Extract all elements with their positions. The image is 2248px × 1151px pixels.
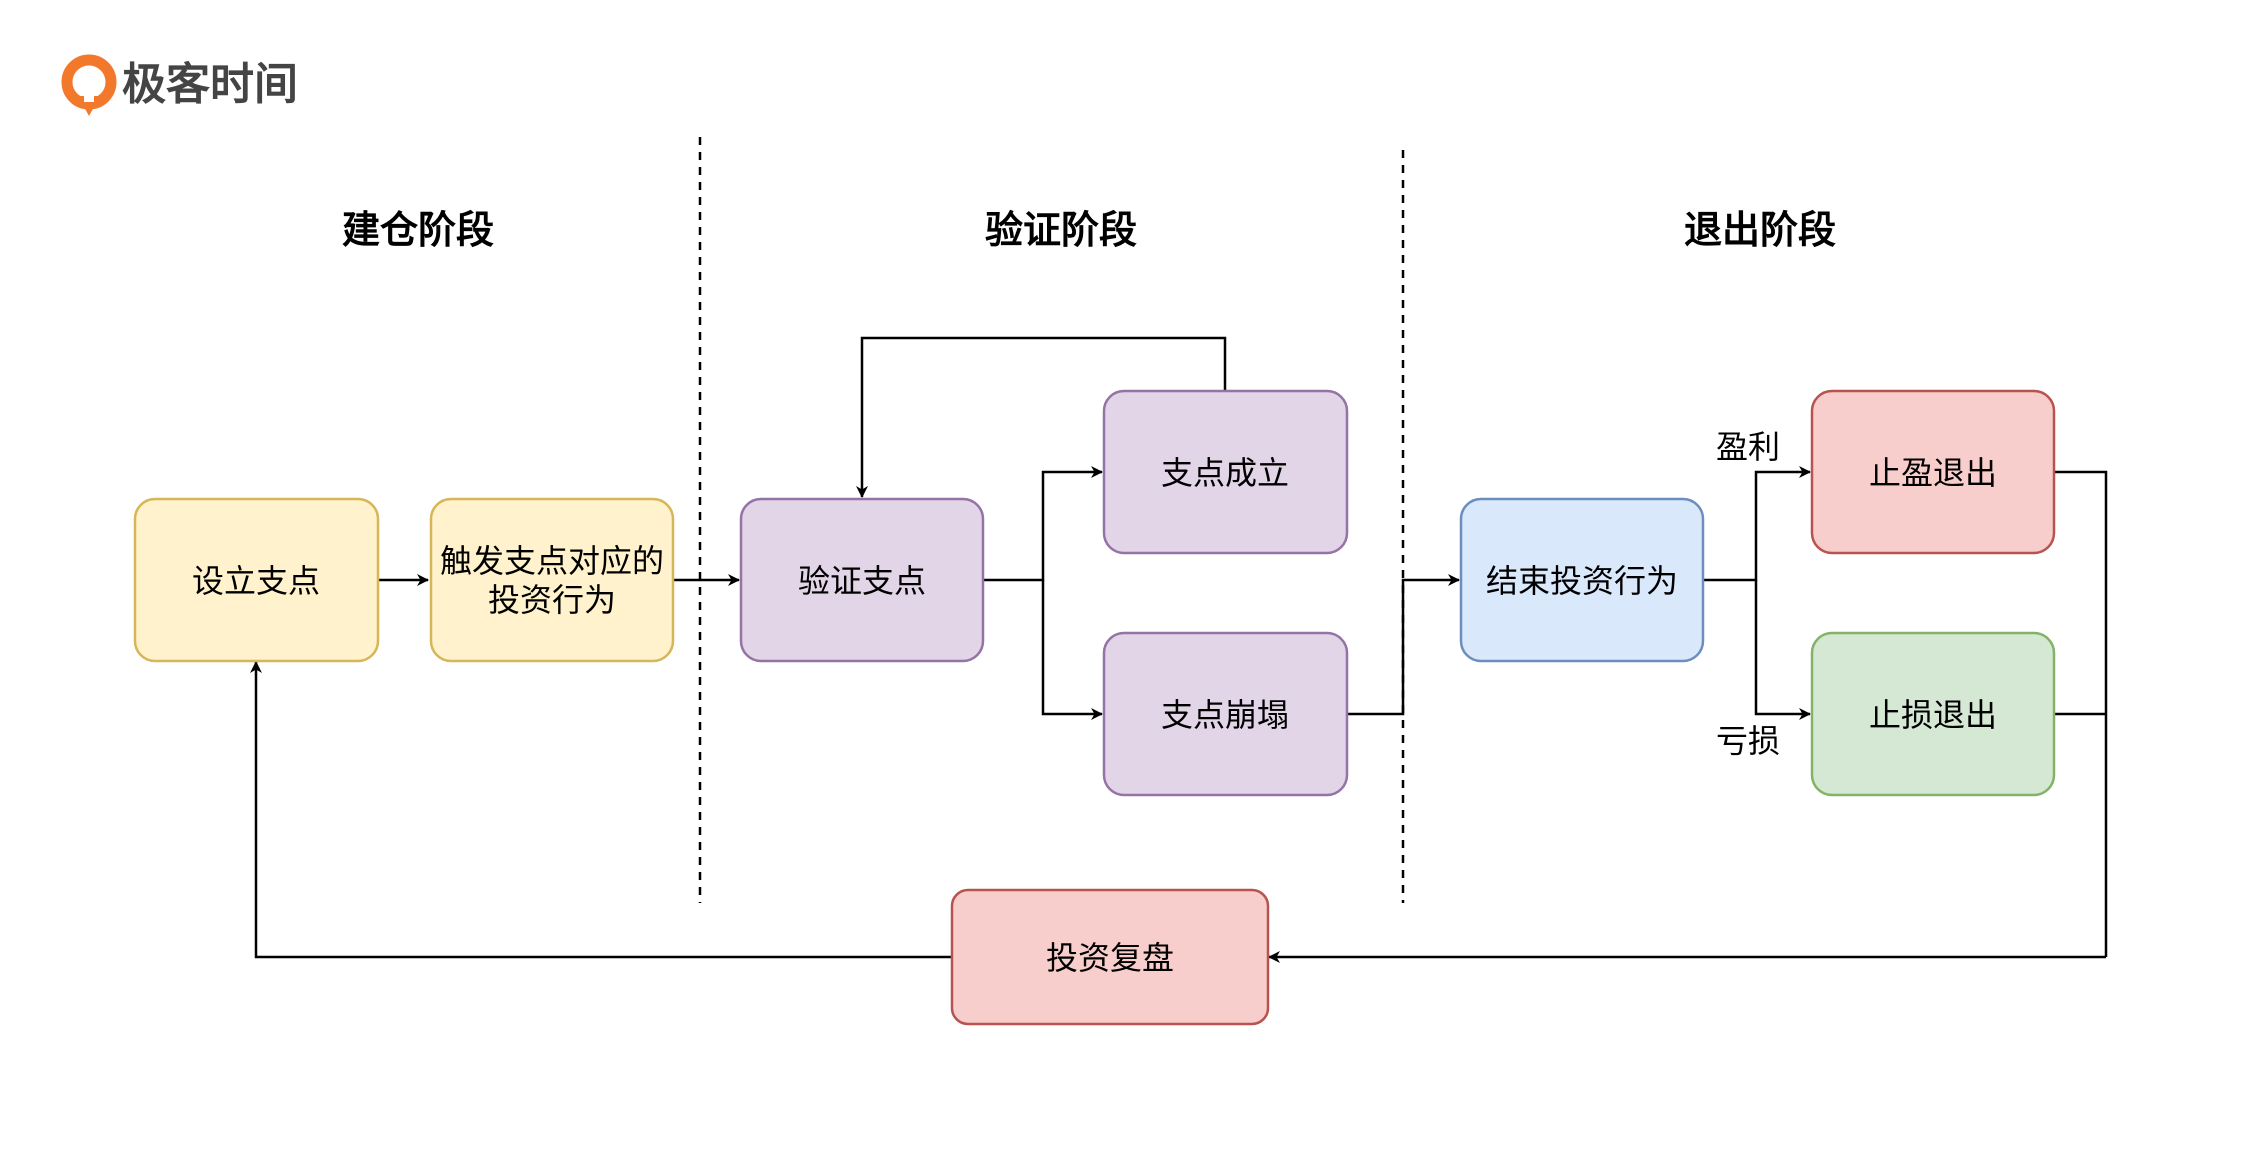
brand-logo-icon (61, 54, 117, 116)
node-take-profit: 止盈退出 (1810, 389, 2056, 555)
phase-title-exit: 退出阶段 (1684, 208, 1836, 252)
node-review: 投资复盘 (950, 888, 1270, 1026)
node-verify-pivot: 验证支点 (739, 497, 985, 663)
edges (250, 336, 2108, 963)
node-verify-pivot-label: 验证支点 (798, 562, 926, 600)
node-trigger-label-line1: 触发支点对应的 (440, 542, 664, 580)
node-stop-loss: 止损退出 (1810, 631, 2056, 797)
edge-verify-to-hold (982, 466, 1103, 582)
node-end-invest: 结束投资行为 (1459, 497, 1705, 663)
node-pivot-collapse: 支点崩塌 (1102, 631, 1349, 797)
node-review-label: 投资复盘 (1046, 939, 1174, 977)
node-set-pivot: 设立支点 (133, 497, 380, 663)
edge-profit-to-review (2053, 470, 2108, 957)
edge-label-profit: 盈利 (1716, 428, 1780, 466)
node-trigger-label-line2: 投资行为 (488, 581, 616, 619)
node-pivot-hold: 支点成立 (1102, 389, 1349, 555)
edge-label-loss: 亏损 (1716, 722, 1780, 760)
node-set-pivot-label: 设立支点 (192, 562, 320, 600)
edge-end-to-loss (1754, 580, 1811, 720)
edge-hold-to-verify (856, 336, 1227, 498)
node-pivot-hold-label: 支点成立 (1161, 454, 1289, 492)
node-take-profit-label: 止盈退出 (1869, 454, 1997, 492)
edge-review-to-set (250, 661, 951, 959)
node-stop-loss-label: 止损退出 (1869, 696, 1997, 734)
brand-name: 极客时间 (122, 59, 298, 110)
node-trigger: 触发支点对应的 投资行为 (429, 497, 675, 663)
phase-title-verify: 验证阶段 (985, 208, 1137, 252)
node-end-invest-label: 结束投资行为 (1486, 562, 1678, 600)
edge-verify-to-collapse (1041, 580, 1103, 720)
brand-logo: 极客时间 (61, 54, 298, 116)
node-pivot-collapse-label: 支点崩塌 (1161, 696, 1289, 734)
edge-end-to-profit (1703, 466, 1811, 582)
edge-collapse-to-end (1347, 574, 1460, 716)
phase-title-build: 建仓阶段 (342, 208, 494, 252)
